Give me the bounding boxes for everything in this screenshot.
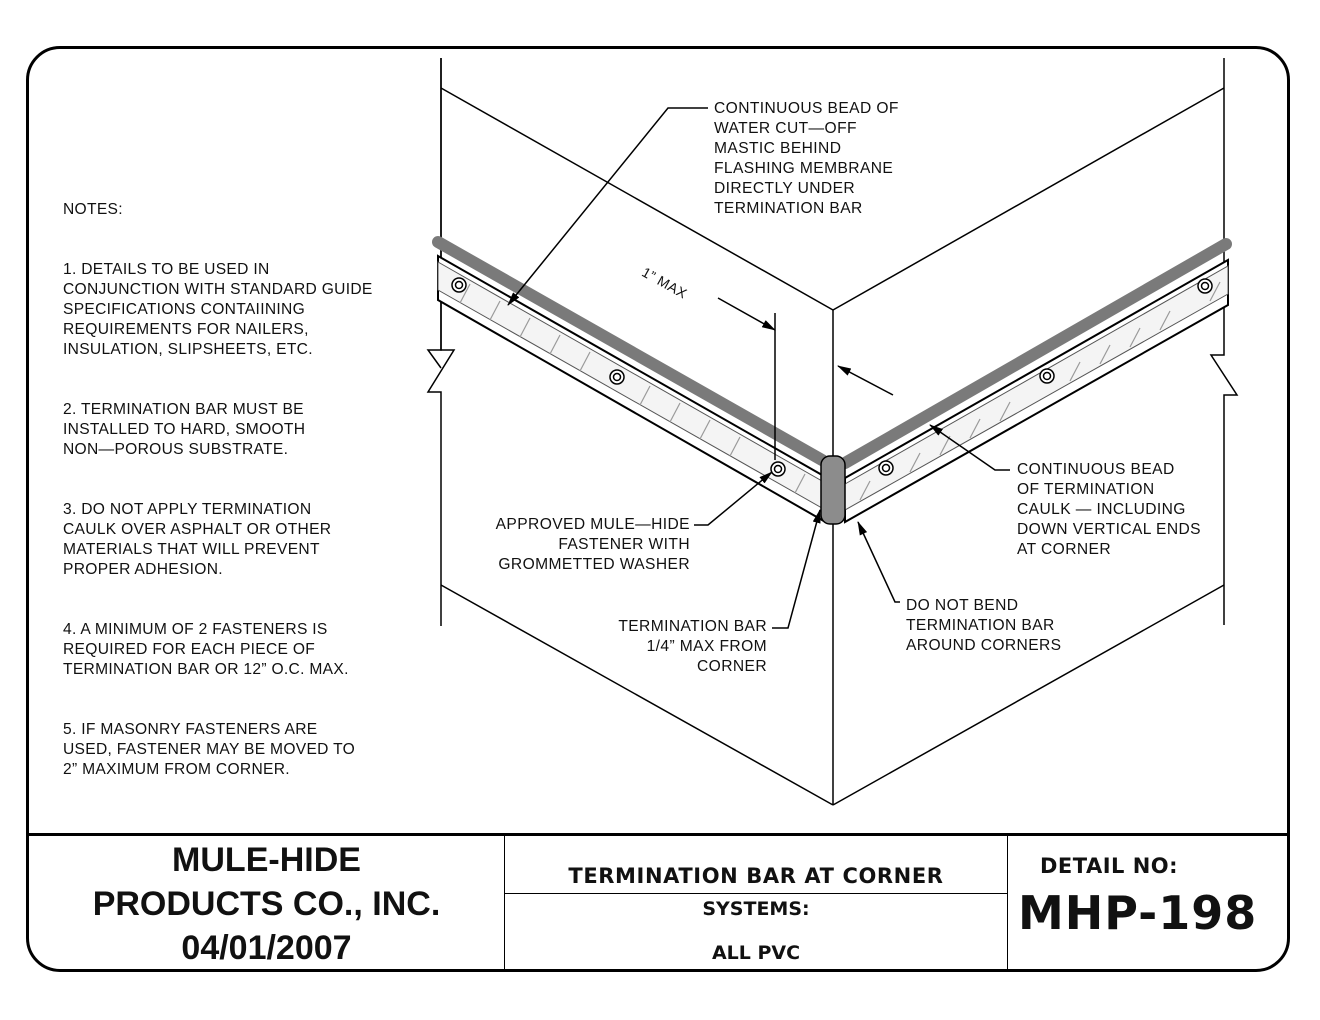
- detail-cell: DETAIL NO: MHP-198: [1008, 836, 1287, 972]
- drawing-sheet-border: [26, 46, 1290, 972]
- fastener-icons: [451, 277, 1213, 477]
- note-item: 1. DETAILS TO BE USED IN CONJUNCTION WIT…: [63, 261, 373, 358]
- title-divider: [505, 893, 1007, 894]
- title-block: MULE-HIDE PRODUCTS CO., INC. 04/01/2007 …: [29, 833, 1287, 972]
- leader-lines: [507, 107, 1010, 629]
- corner-caulk: [820, 455, 846, 525]
- note-item: 4. A MINIMUM OF 2 FASTENERS IS REQUIRED …: [63, 621, 349, 678]
- notes-section: NOTES: 1. DETAILS TO BE USED IN CONJUNCT…: [63, 180, 413, 820]
- callout-caulk: CONTINUOUS BEAD OF TERMINATION CAULK — I…: [1017, 461, 1201, 558]
- drawing-title: TERMINATION BAR AT CORNER: [568, 864, 944, 888]
- note-item: 5. IF MASONRY FASTENERS ARE USED, FASTEN…: [63, 721, 356, 778]
- callout-no-bend: DO NOT BEND TERMINATION BAR AROUND CORNE…: [906, 597, 1062, 654]
- systems-value: ALL PVC: [711, 942, 801, 964]
- callout-bar-distance: TERMINATION BAR 1/4” MAX FROM CORNER: [618, 618, 767, 675]
- title-cell: TERMINATION BAR AT CORNER SYSTEMS: ALL P…: [505, 836, 1008, 972]
- company-name-line2: PRODUCTS CO., INC.: [92, 885, 441, 923]
- note-item: 3. DO NOT APPLY TERMINATION CAULK OVER A…: [63, 501, 332, 578]
- detail-label: DETAIL NO:: [1040, 854, 1179, 878]
- company-name-line1: MULE-HIDE: [172, 841, 361, 879]
- detail-number: MHP-198: [1018, 886, 1258, 940]
- termination-bar-left: [432, 236, 828, 522]
- note-item: 2. TERMINATION BAR MUST BE INSTALLED TO …: [63, 401, 306, 458]
- callout-fastener: APPROVED MULE—HIDE FASTENER WITH GROMMET…: [495, 516, 690, 573]
- drawing-date: 04/01/2007: [181, 929, 352, 967]
- callout-mastic: CONTINUOUS BEAD OF WATER CUT—OFF MASTIC …: [714, 100, 899, 217]
- notes-heading: NOTES:: [63, 201, 123, 218]
- company-cell: MULE-HIDE PRODUCTS CO., INC. 04/01/2007: [29, 836, 505, 972]
- wall-outline: [426, 58, 1239, 806]
- systems-label: SYSTEMS:: [702, 898, 810, 920]
